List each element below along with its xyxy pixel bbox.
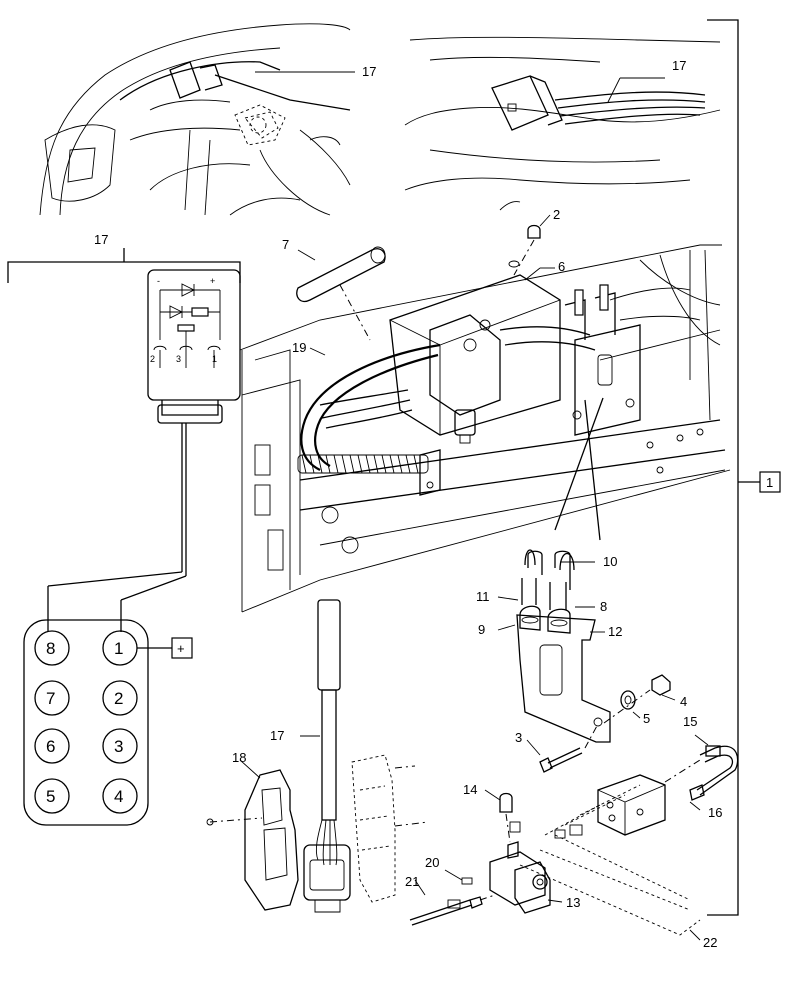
- callout-15: 15: [683, 714, 697, 729]
- connector-face-8-pin: [23, 619, 193, 826]
- pin-label-3: 3: [176, 354, 181, 364]
- callout-19: 19: [292, 340, 306, 355]
- detail-view-top-left: [39, 23, 351, 216]
- pin-3: 3: [114, 737, 123, 756]
- callout-4: 4: [680, 694, 687, 709]
- callout-3: 3: [515, 730, 522, 745]
- callout-22: 22: [703, 935, 717, 950]
- pin-8: 8: [46, 639, 55, 658]
- main-assembly-view: [239, 224, 731, 613]
- polarity-plus: +: [210, 276, 215, 286]
- callout-21: 21: [405, 874, 419, 889]
- pin-label-2: 2: [150, 354, 155, 364]
- solenoid-bracket-assembly: [516, 549, 671, 773]
- manifold-16: [554, 745, 739, 839]
- callout-labels: 17 17 17 2 7 6 19 1 10 11 8 9 12 4 5 3 1…: [94, 58, 773, 950]
- pin-7: 7: [46, 689, 55, 708]
- callout-16: 16: [708, 805, 722, 820]
- leader-lines: [239, 71, 709, 941]
- callout-20: 20: [425, 855, 439, 870]
- assembly-bracket: [707, 19, 781, 916]
- valve-block-13: [409, 784, 701, 936]
- connector-housing-18: [206, 769, 299, 911]
- pin-4: 4: [114, 787, 123, 806]
- harness-lower: [303, 599, 351, 913]
- callout-14: 14: [463, 782, 477, 797]
- schematic-labels: - + 2 3 1: [150, 276, 217, 364]
- callout-10: 10: [603, 554, 617, 569]
- callout-8: 8: [600, 599, 607, 614]
- callout-12: 12: [608, 624, 622, 639]
- callout-18: 18: [232, 750, 246, 765]
- pin-2: 2: [114, 689, 123, 708]
- callout-11: 11: [476, 589, 490, 604]
- pin-5: 5: [46, 787, 55, 806]
- callout-17: 17: [94, 232, 108, 247]
- callout-13: 13: [566, 895, 580, 910]
- callout-6: 6: [558, 259, 565, 274]
- pin-label-1: 1: [212, 354, 217, 364]
- connector-pin-labels: 8 1 7 2 6 3 5 4 +: [46, 639, 185, 806]
- pin-6: 6: [46, 737, 55, 756]
- plus-box-label: +: [177, 641, 185, 656]
- callout-17: 17: [362, 64, 376, 79]
- harness-bracket: [7, 248, 241, 283]
- callout-2: 2: [553, 207, 560, 222]
- polarity-minus: -: [157, 276, 160, 286]
- callout-17: 17: [672, 58, 686, 73]
- diode-connector-schematic: [47, 269, 241, 632]
- callout-17: 17: [270, 728, 284, 743]
- callout-1: 1: [766, 475, 773, 490]
- detail-view-top-right: [404, 36, 721, 211]
- callout-7: 7: [282, 237, 289, 252]
- callout-5: 5: [643, 711, 650, 726]
- pin-1: 1: [114, 639, 123, 658]
- ghost-connector: [351, 754, 429, 903]
- callout-9: 9: [478, 622, 485, 637]
